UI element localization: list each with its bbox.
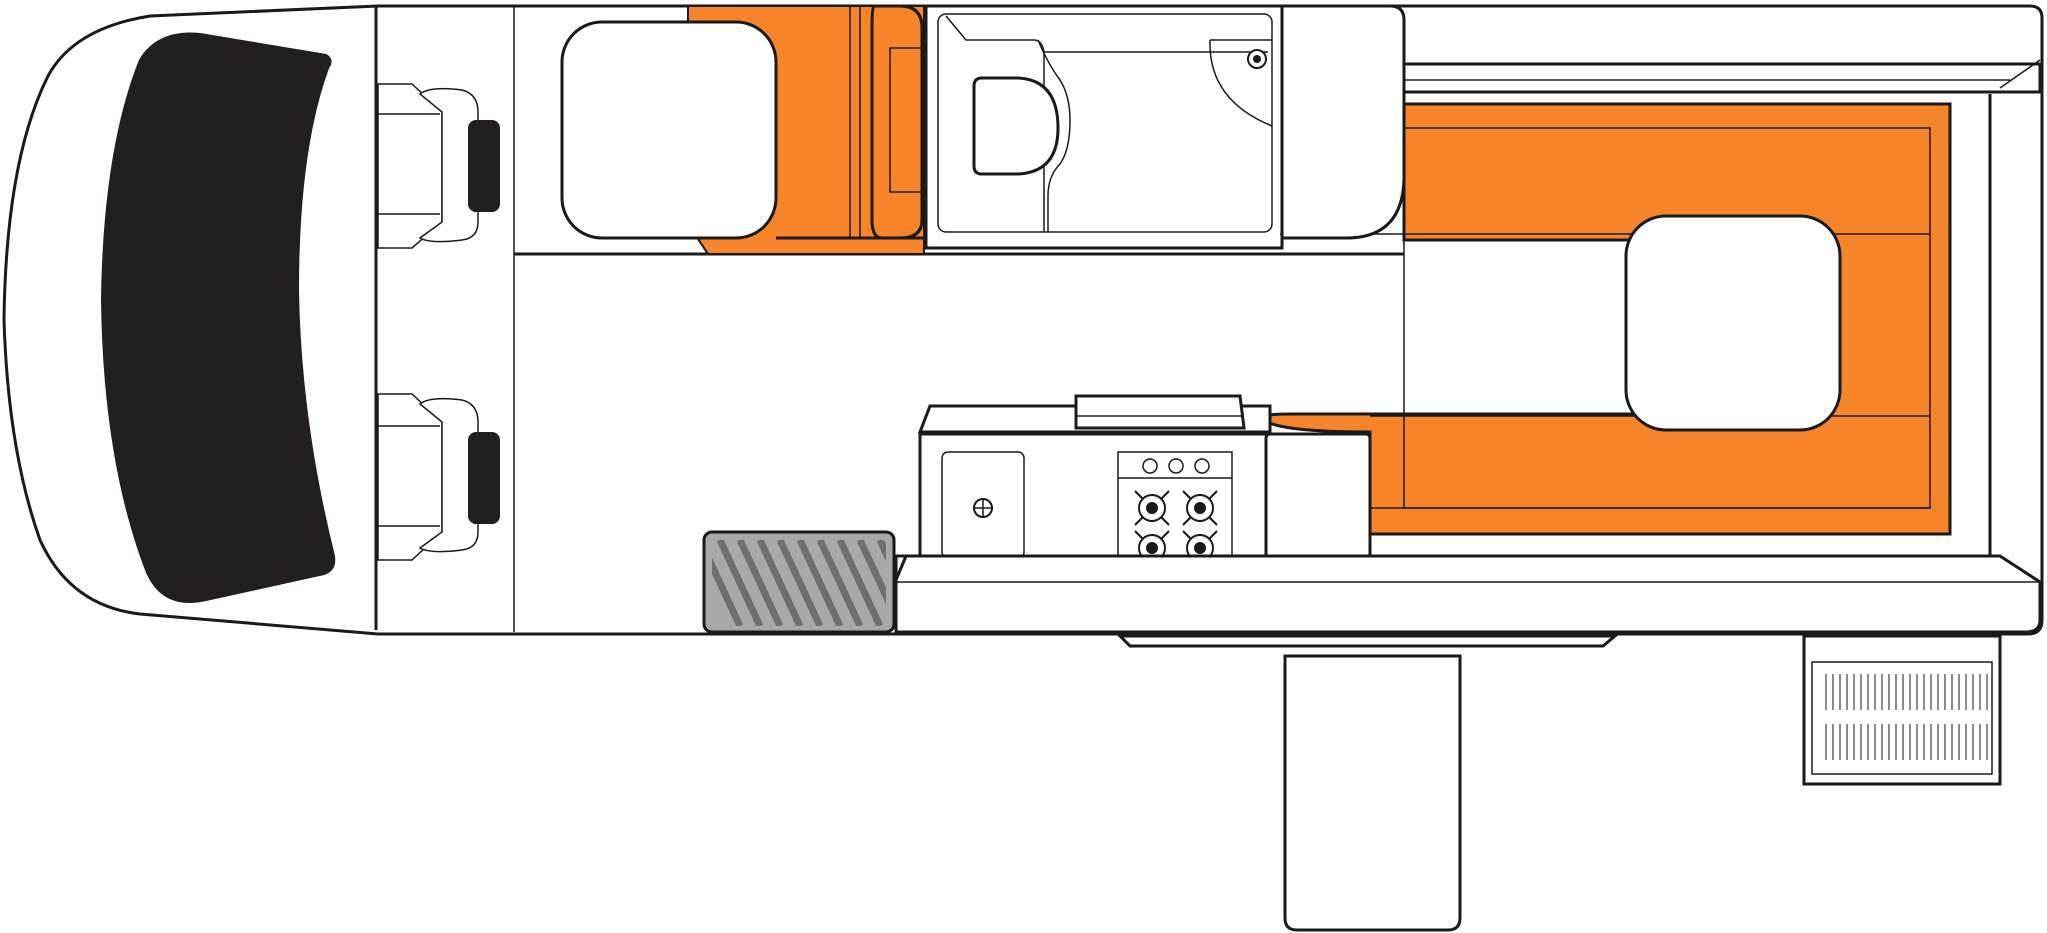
rear-shelf: [1402, 59, 2042, 558]
cooktop-icon: [1117, 451, 1233, 566]
driver-seat: [377, 83, 500, 249]
bathroom: [924, 4, 1284, 250]
vent-ticks: [1825, 674, 1988, 760]
step-stripe: [816, 540, 864, 626]
burner-icon: [1134, 490, 1170, 526]
front-seat: [560, 4, 925, 255]
toilet-icon: [972, 76, 1060, 176]
step-stripe: [736, 540, 784, 626]
kitchen-counter: [917, 394, 1372, 566]
step-stripe: [716, 540, 764, 626]
step-stripe: [796, 540, 844, 626]
awning-icon: [1116, 634, 1620, 932]
steering-wheel-icon: [468, 120, 500, 212]
step-stripe: [776, 540, 824, 626]
vent-grille-icon: [1802, 634, 2002, 786]
step-stripe: [836, 540, 884, 626]
burner-icon: [1182, 490, 1218, 526]
side-bench: [894, 554, 2042, 634]
step-icon: [702, 530, 896, 634]
passenger-seat: [377, 393, 500, 561]
step-stripes: [712, 540, 886, 626]
step-stripe: [756, 540, 804, 626]
windscreen: [100, 32, 336, 603]
step-stripe: [712, 540, 744, 626]
step-stripe: [856, 540, 886, 626]
bench-handle-icon: [468, 432, 500, 524]
rear-lounge: [1258, 4, 1952, 536]
